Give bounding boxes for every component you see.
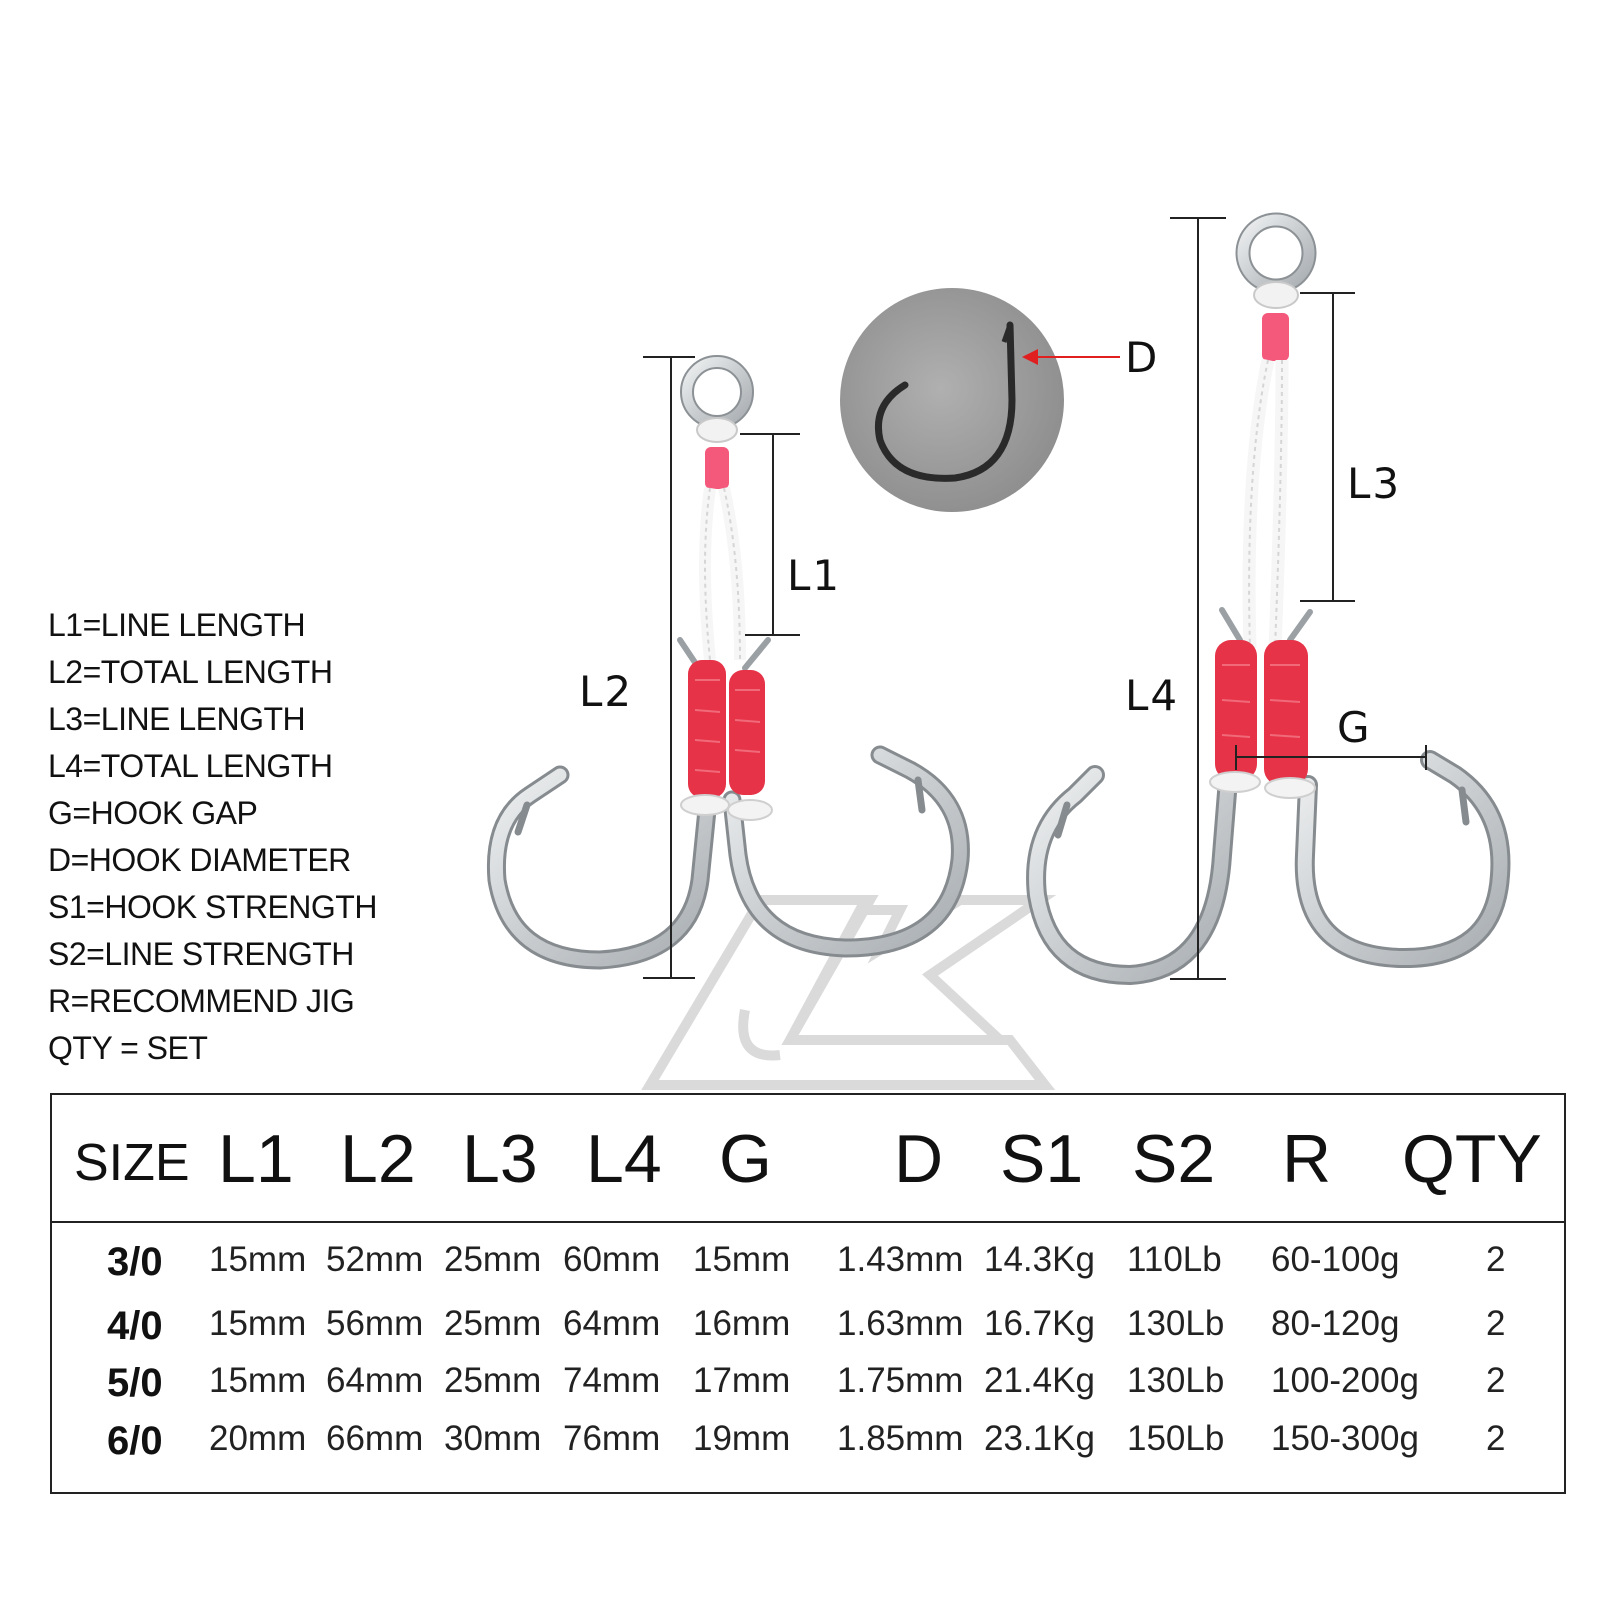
cell-l3: 25mm <box>444 1240 542 1279</box>
header-l3: L3 <box>462 1121 538 1197</box>
dimension-l4 <box>1170 217 1226 980</box>
table-row: 6/0 20mm 66mm 30mm 76mm 19mm 1.85mm 23.1… <box>52 1421 1564 1477</box>
cell-qty: 2 <box>1486 1304 1506 1343</box>
hook-diameter-inset <box>840 288 1120 512</box>
label-d: D <box>1125 333 1160 382</box>
cell-qty: 2 <box>1486 1240 1506 1279</box>
cell-l2: 66mm <box>326 1419 424 1458</box>
cell-s2: 150Lb <box>1127 1419 1225 1458</box>
cell-d: 1.43mm <box>837 1240 964 1279</box>
header-l2: L2 <box>340 1121 416 1197</box>
cell-d: 1.63mm <box>837 1304 964 1343</box>
cell-s1: 16.7Kg <box>984 1304 1095 1343</box>
cell-qty: 2 <box>1486 1419 1506 1458</box>
cell-s1: 23.1Kg <box>984 1419 1095 1458</box>
legend-item: G=HOOK GAP <box>48 795 258 831</box>
cell-d: 1.75mm <box>837 1361 964 1400</box>
cell-s2: 130Lb <box>1127 1361 1225 1400</box>
cell-l3: 25mm <box>444 1361 542 1400</box>
header-qty: QTY <box>1402 1121 1542 1197</box>
cell-d: 1.85mm <box>837 1419 964 1458</box>
cell-l4: 76mm <box>563 1419 661 1458</box>
cell-g: 15mm <box>693 1240 791 1279</box>
dimension-l2 <box>643 356 695 979</box>
cell-r: 60-100g <box>1271 1240 1400 1279</box>
cell-qty: 2 <box>1486 1361 1506 1400</box>
label-l3: L3 <box>1347 459 1402 508</box>
label-l2: L2 <box>579 667 634 716</box>
right-hook-assembly <box>1026 212 1511 986</box>
cell-g: 16mm <box>693 1304 791 1343</box>
dimension-l3 <box>1300 292 1355 602</box>
abbreviation-legend: L1=LINE LENGTH L2=TOTAL LENGTH L3=LINE L… <box>48 602 377 1072</box>
left-hook-assembly <box>486 355 970 970</box>
cell-s1: 14.3Kg <box>984 1240 1095 1279</box>
cell-r: 80-120g <box>1271 1304 1400 1343</box>
cell-g: 17mm <box>693 1361 791 1400</box>
cell-size: 5/0 <box>107 1361 163 1405</box>
cell-l2: 56mm <box>326 1304 424 1343</box>
legend-item: L4=TOTAL LENGTH <box>48 748 333 784</box>
dimension-l1 <box>740 433 800 636</box>
label-g: G <box>1337 703 1372 752</box>
cell-s2: 130Lb <box>1127 1304 1225 1343</box>
cell-size: 3/0 <box>107 1240 163 1284</box>
legend-item: D=HOOK DIAMETER <box>48 842 351 878</box>
legend-item: R=RECOMMEND JIG <box>48 983 355 1019</box>
table-row: 5/0 15mm 64mm 25mm 74mm 17mm 1.75mm 21.4… <box>52 1363 1564 1419</box>
cell-l1: 15mm <box>209 1304 307 1343</box>
cell-l4: 74mm <box>563 1361 661 1400</box>
cell-size: 6/0 <box>107 1419 163 1463</box>
cell-l4: 64mm <box>563 1304 661 1343</box>
cell-r: 100-200g <box>1271 1361 1419 1400</box>
cell-l3: 30mm <box>444 1419 542 1458</box>
cell-g: 19mm <box>693 1419 791 1458</box>
cell-l1: 15mm <box>209 1240 307 1279</box>
cell-s1: 21.4Kg <box>984 1361 1095 1400</box>
header-l1: L1 <box>218 1121 294 1197</box>
cell-size: 4/0 <box>107 1304 163 1348</box>
spec-table-header: SIZE L1 L2 L3 L4 G D S1 S2 R QTY <box>52 1095 1564 1223</box>
legend-item: S1=HOOK STRENGTH <box>48 889 377 925</box>
table-row: 3/0 15mm 52mm 25mm 60mm 15mm 1.43mm 14.3… <box>52 1242 1564 1298</box>
legend-item: L2=TOTAL LENGTH <box>48 654 333 690</box>
table-row: 4/0 15mm 56mm 25mm 64mm 16mm 1.63mm 16.7… <box>52 1306 1564 1362</box>
cell-r: 150-300g <box>1271 1419 1419 1458</box>
legend-item: S2=LINE STRENGTH <box>48 936 354 972</box>
cell-l3: 25mm <box>444 1304 542 1343</box>
label-l1: L1 <box>787 551 842 600</box>
legend-item: QTY = SET <box>48 1030 208 1066</box>
header-s2: S2 <box>1132 1121 1216 1197</box>
spec-table: SIZE L1 L2 L3 L4 G D S1 S2 R QTY 3/0 15m… <box>50 1093 1566 1494</box>
cell-l2: 64mm <box>326 1361 424 1400</box>
header-g: G <box>719 1121 772 1197</box>
header-size: SIZE <box>74 1134 190 1192</box>
cell-l1: 15mm <box>209 1361 307 1400</box>
cell-s2: 110Lb <box>1127 1240 1222 1279</box>
watermark-logo <box>641 895 1057 1090</box>
dimension-g <box>1235 745 1427 770</box>
header-d: D <box>894 1121 944 1197</box>
header-r: R <box>1282 1121 1332 1197</box>
header-l4: L4 <box>586 1121 662 1197</box>
legend-item: L1=LINE LENGTH <box>48 607 306 643</box>
cell-l1: 20mm <box>209 1419 307 1458</box>
cell-l4: 60mm <box>563 1240 661 1279</box>
label-l4: L4 <box>1125 671 1180 720</box>
header-s1: S1 <box>1000 1121 1084 1197</box>
legend-item: L3=LINE LENGTH <box>48 701 306 737</box>
cell-l2: 52mm <box>326 1240 424 1279</box>
